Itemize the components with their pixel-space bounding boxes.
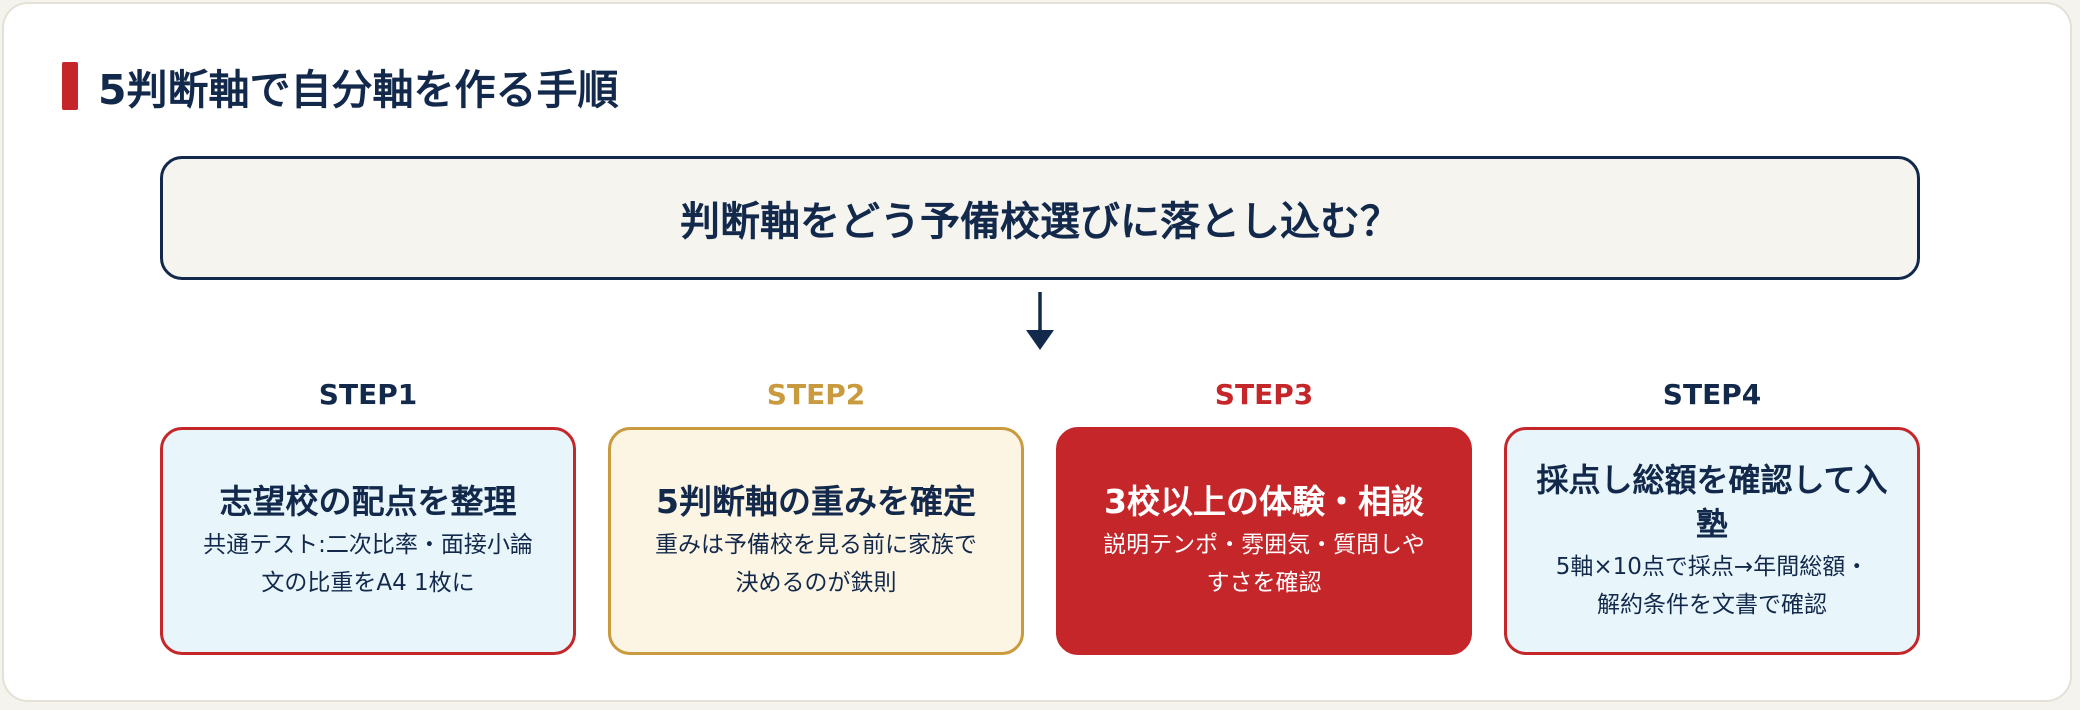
step3-label: STEP3: [1214, 378, 1314, 411]
step4-desc-line2: 解約条件を文書で確認: [1596, 592, 1827, 618]
question-box: 判断軸をどう予備校選びに落とし込む？: [160, 156, 1920, 280]
step2-desc-line1: 重みは予備校を見る前に家族で: [655, 532, 977, 558]
step2-heading: 5判断軸の重みを確定: [656, 482, 976, 521]
down-arrow-icon: [1026, 292, 1054, 350]
step2-description: 重みは予備校を見る前に家族で 決めるのが鉄則: [655, 526, 977, 602]
step4-heading-line1: 採点し総額を確認して入: [1536, 461, 1888, 499]
page-title: 5判断軸で自分軸を作る手順: [98, 66, 619, 114]
step4-desc-line1: 5軸×10点で採点→年間総額・: [1555, 554, 1869, 580]
step4-heading-line2: 塾: [1695, 505, 1728, 543]
step3-desc-line2: すさを確認: [1206, 570, 1322, 596]
step1-desc-line1: 共通テスト:二次比率・面接小論: [203, 532, 533, 558]
step1-label: STEP1: [318, 378, 418, 411]
step2-desc-line2: 決めるのが鉄則: [735, 570, 897, 596]
step4-heading: 採点し総額を確認して入 塾: [1536, 458, 1887, 546]
step1-description: 共通テスト:二次比率・面接小論 文の比重をA4 1枚に: [203, 526, 533, 602]
step1-desc-line2: 文の比重をA4 1枚に: [261, 570, 475, 596]
step3-box: 3校以上の体験・相談 説明テンポ・雰囲気・質問しや すさを確認: [1056, 427, 1472, 655]
step2-box: 5判断軸の重みを確定 重みは予備校を見る前に家族で 決めるのが鉄則: [608, 427, 1024, 655]
step1-heading: 志望校の配点を整理: [219, 482, 517, 521]
step3-heading: 3校以上の体験・相談: [1104, 482, 1424, 521]
title-accent-bar: [62, 62, 78, 110]
step4-description: 5軸×10点で採点→年間総額・ 解約条件を文書で確認: [1556, 548, 1868, 624]
step3-desc-line1: 説明テンポ・雰囲気・質問しや: [1103, 532, 1425, 558]
step4-box: 採点し総額を確認して入 塾 5軸×10点で採点→年間総額・ 解約条件を文書で確認: [1504, 427, 1920, 655]
step1-box: 志望校の配点を整理 共通テスト:二次比率・面接小論 文の比重をA4 1枚に: [160, 427, 576, 655]
step2-label: STEP2: [766, 378, 866, 411]
step4-label: STEP4: [1662, 378, 1762, 411]
question-text: 判断軸をどう予備校選びに落とし込む？: [680, 199, 1400, 245]
title-section: 5判断軸で自分軸を作る手順: [62, 60, 619, 114]
step3-description: 説明テンポ・雰囲気・質問しや すさを確認: [1103, 526, 1425, 602]
